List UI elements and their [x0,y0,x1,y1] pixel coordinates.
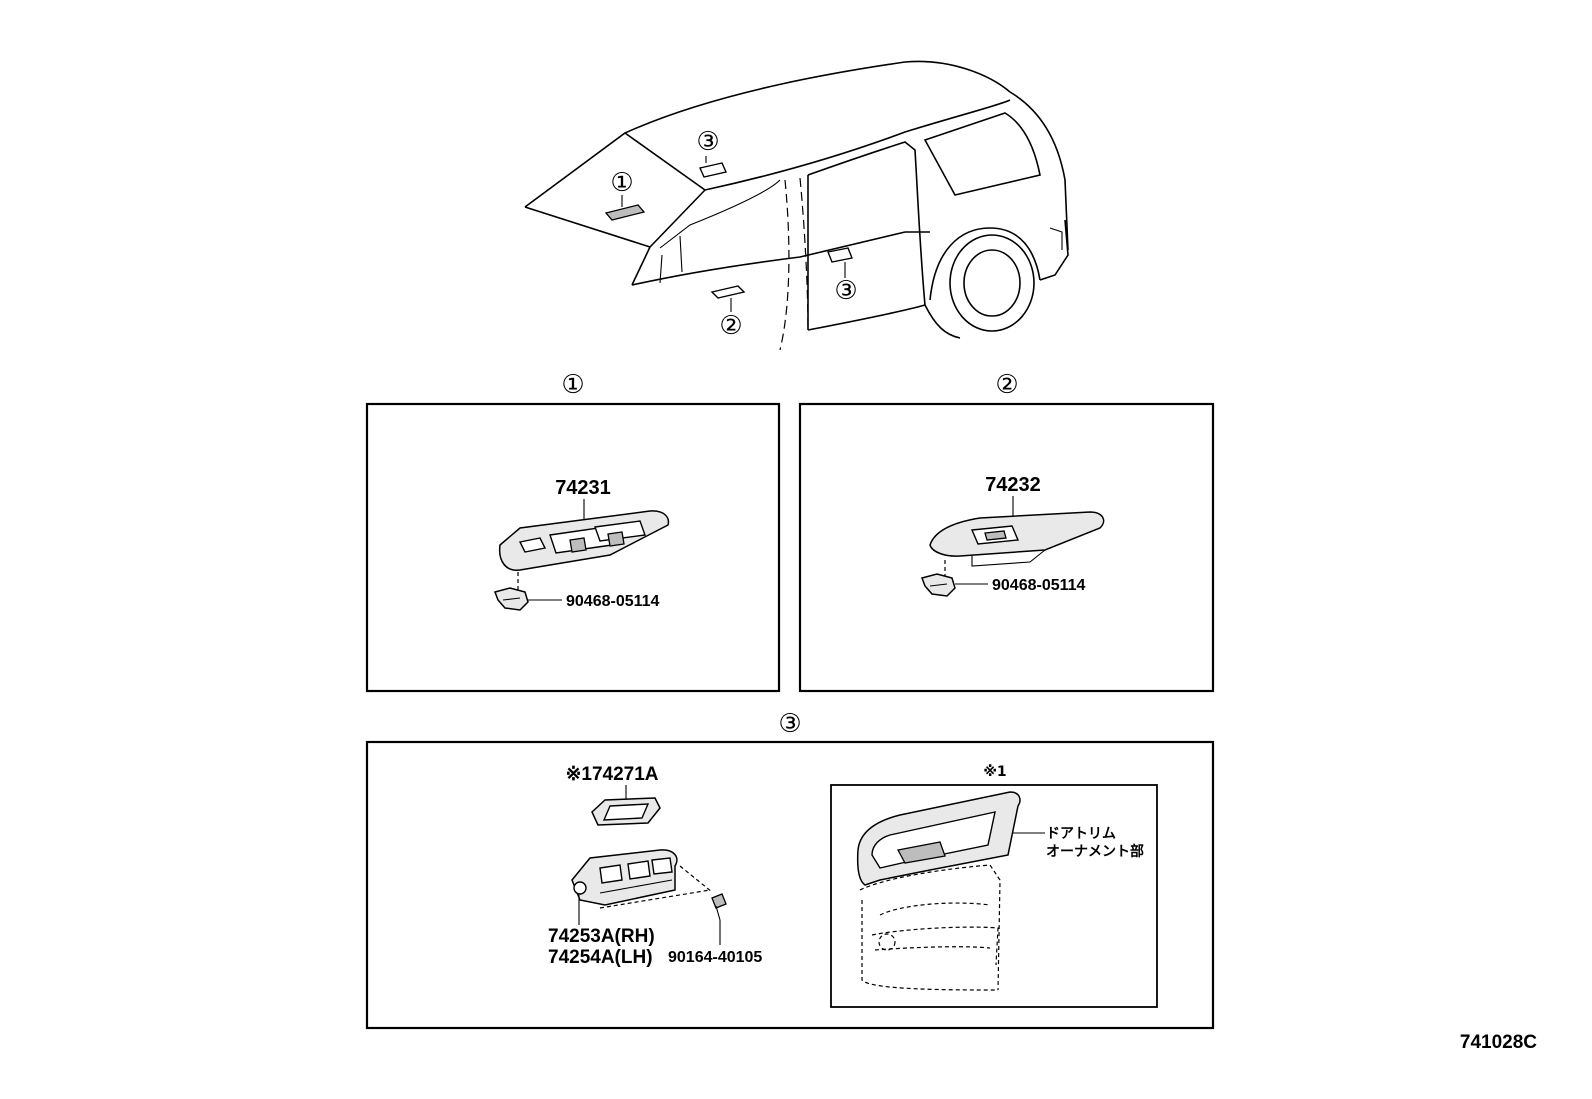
screw-dash-b [679,865,713,893]
panel-2-number: ② [995,370,1018,400]
svg-text:③: ③ [696,127,719,157]
callout-3-car-upper: ③ [696,127,719,157]
part-90164-40105-label: 90164-40105 [668,949,762,966]
callout-3-car-door: ③ [834,262,858,306]
screw-dash-a [599,889,711,909]
panel-3-number: ③ [778,709,801,739]
ornament-label-line2: オーナメント部 [1046,843,1144,860]
cover-74271A [591,797,661,826]
part-74271A-label: ※174271A [565,764,658,785]
callout-2-car: ② [719,298,743,341]
panel-3-frame [365,740,1215,1030]
clip-90468-05114-panel2 [921,573,956,597]
svg-text:②: ② [719,311,742,341]
inset-frame [830,784,1158,1008]
part-74232-label: 74232 [985,474,1041,496]
driver-switch-location [604,204,646,221]
clip-90468-05114-panel1 [494,587,529,611]
part-74254A-label: 74254A(LH) [548,947,653,968]
part-74231-label: 74231 [555,477,611,499]
rear-switch-location-door [827,247,853,263]
figure-code: 741028C [1460,1032,1537,1053]
part-74253A-label: 74253A(RH) [548,926,655,947]
door-trim-illustration [856,791,1021,991]
rear-switch-location-upper [699,156,727,178]
part-90468-05114-label-2: 90468-05114 [992,577,1086,594]
svg-text:③: ③ [834,276,857,306]
master-switch-74231 [498,510,670,571]
callout-1-car: ① [610,168,634,207]
part-90468-05114-label-1: 90468-05114 [566,593,660,610]
passenger-switch-74232 [929,511,1105,567]
passenger-switch-location [710,285,746,299]
switch-base-74253A-74254A [571,849,678,906]
inset-marker: ※1 [983,764,1006,780]
screw-90164-40105 [711,893,727,921]
vehicle-outline [524,60,1069,351]
panel-1-number: ① [561,370,584,400]
panel-2-frame [798,402,1215,693]
svg-text:①: ① [610,168,633,198]
ornament-label-line1: ドアトリム [1046,826,1116,842]
panel-1-frame [365,402,781,693]
